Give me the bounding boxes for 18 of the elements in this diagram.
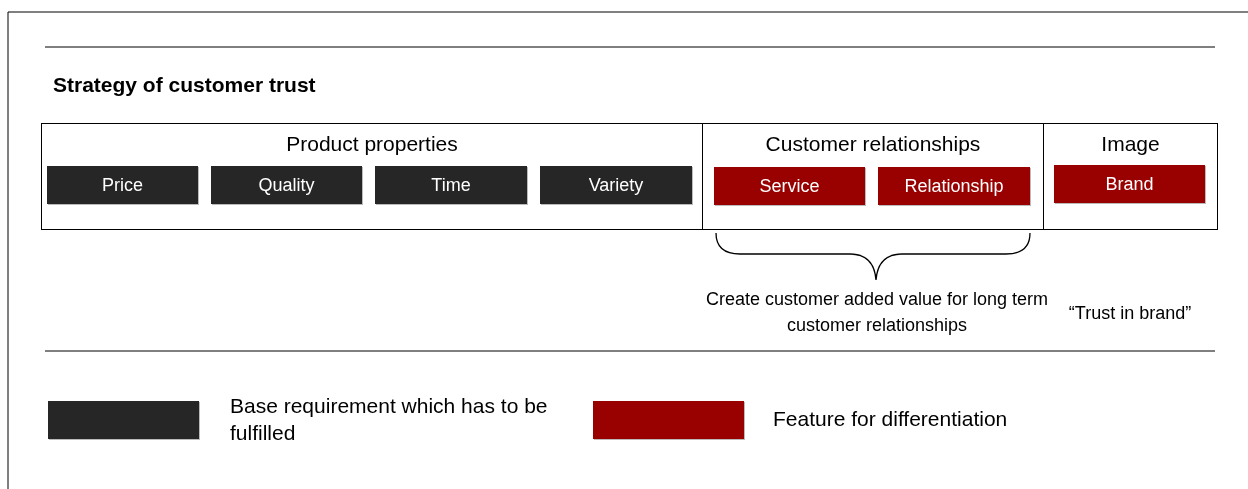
category-panel	[1043, 123, 1218, 230]
feature-box: Relationship	[878, 167, 1030, 205]
legend-label: Feature for differentiation	[773, 406, 1009, 432]
feature-box: Variety	[540, 166, 692, 204]
category-panel	[702, 123, 1044, 230]
category-heading: Image	[1100, 132, 1161, 156]
category-heading: Customer relationships	[764, 132, 982, 156]
feature-box: Service	[714, 167, 865, 205]
category-heading: Product properties	[285, 132, 459, 156]
diagram-title: Strategy of customer trust	[53, 73, 316, 97]
feature-box: Brand	[1054, 165, 1205, 203]
feature-box: Price	[47, 166, 198, 204]
annotation-text: Create customer added value for long term customer relationships	[704, 288, 1050, 338]
feature-box: Time	[375, 166, 527, 204]
category-panel	[41, 123, 703, 230]
legend-label: Base requirement which has to be fulfilled	[230, 393, 549, 447]
annotation-text: “Trust in brand”	[1067, 302, 1193, 325]
feature-box: Quality	[211, 166, 362, 204]
